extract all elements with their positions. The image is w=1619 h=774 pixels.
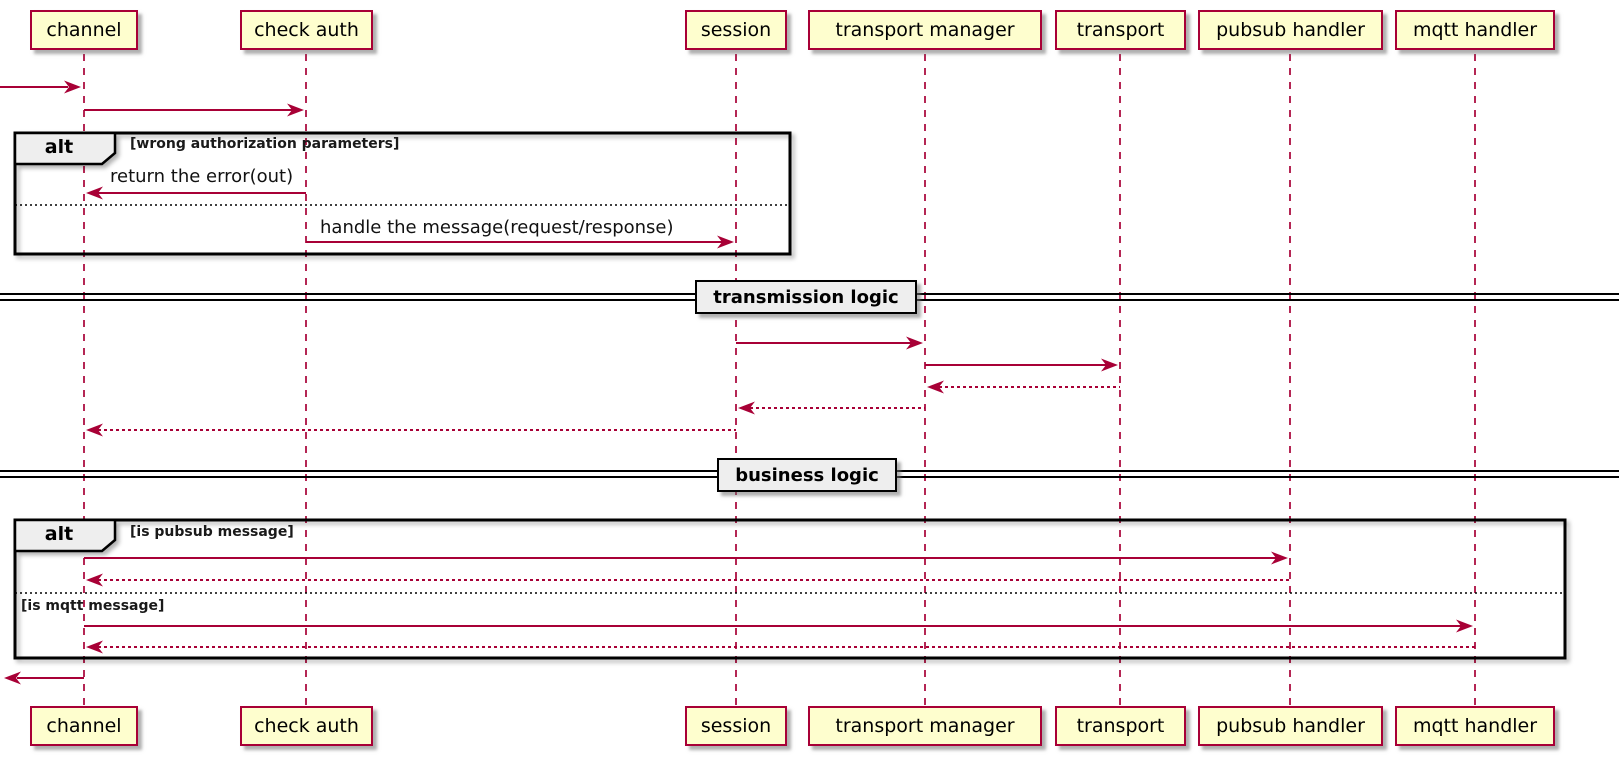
- arrowhead-left: [86, 186, 103, 200]
- alt-frame-1-operator: alt: [44, 136, 74, 158]
- alt-frame-2-border: [13, 518, 1567, 660]
- participant-check-auth-bottom: check auth: [240, 706, 373, 746]
- participant-session-bottom: session: [685, 706, 787, 746]
- participant-session-top: session: [685, 10, 787, 50]
- lifelines: [83, 54, 1476, 706]
- participant-transport-bottom: transport: [1055, 706, 1186, 746]
- participant-mqtt-handler-bottom: mqtt handler: [1395, 706, 1555, 746]
- alt-frame-2: [13, 518, 1567, 660]
- participant-pubsub-handler-bottom: pubsub handler: [1198, 706, 1383, 746]
- arrowhead-left: [4, 671, 21, 685]
- alt-frame-2-condition: [is pubsub message]: [130, 524, 294, 540]
- alt-frame-2-pentagon: [13, 518, 117, 553]
- message-label-return-error: return the error(out): [110, 166, 294, 187]
- alt-frame-1: [13, 131, 792, 256]
- alt-frame-1-condition: [wrong authorization parameters]: [130, 136, 400, 152]
- arrowhead-right: [287, 103, 304, 117]
- message-label-handle-message: handle the message(request/response): [320, 217, 674, 238]
- participant-transport-manager-top: transport manager: [808, 10, 1042, 50]
- arrowhead-left: [86, 573, 103, 587]
- participant-mqtt-handler-top: mqtt handler: [1395, 10, 1555, 50]
- participant-channel-top: channel: [30, 10, 138, 50]
- alt-frame-2-else-condition: [is mqtt message]: [21, 598, 165, 614]
- arrowhead-right: [906, 336, 923, 350]
- participant-channel-bottom: channel: [30, 706, 138, 746]
- participant-transport-top: transport: [1055, 10, 1186, 50]
- divider-transmission-logic: transmission logic: [695, 280, 917, 314]
- arrowhead-left: [738, 401, 755, 415]
- alt-frame-1-border: [13, 131, 792, 256]
- alt-frame-2-operator: alt: [44, 523, 74, 545]
- divider-lines: [0, 293, 1619, 478]
- alt-frame-1-pentagon: [13, 131, 117, 166]
- participant-pubsub-handler-top: pubsub handler: [1198, 10, 1383, 50]
- arrowhead-left: [927, 380, 944, 394]
- arrowhead-right: [1271, 551, 1288, 565]
- messages: transport manager (dashed) --> session (…: [0, 80, 1475, 685]
- arrowhead-right: [64, 80, 81, 94]
- participant-check-auth-top: check auth: [240, 10, 373, 50]
- arrowhead-left: [86, 423, 103, 437]
- arrowhead-right: [717, 235, 734, 249]
- arrowhead-left: [86, 640, 103, 654]
- arrowhead-right: [1456, 619, 1473, 633]
- divider-business-logic: business logic: [717, 458, 897, 492]
- participant-transport-manager-bottom: transport manager: [808, 706, 1042, 746]
- arrowhead-right: [1101, 358, 1118, 372]
